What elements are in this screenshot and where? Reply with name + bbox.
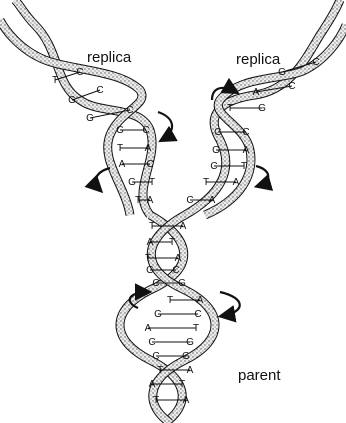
base-letter: T bbox=[117, 143, 123, 154]
base-letter: G bbox=[186, 337, 194, 348]
base-letter: G bbox=[214, 127, 222, 138]
base-letter: A bbox=[253, 87, 260, 98]
base-letter: G bbox=[178, 278, 186, 289]
base-letter: C bbox=[152, 278, 159, 289]
base-letter: C bbox=[146, 159, 153, 170]
base-letter: T bbox=[169, 237, 175, 248]
rotation-arrow-left-bottom bbox=[96, 168, 110, 190]
base-letter: T bbox=[227, 103, 233, 114]
rotation-arrow-left-top bbox=[158, 112, 172, 140]
base-letter: G bbox=[116, 125, 124, 136]
label-replica-right: replica bbox=[236, 51, 280, 68]
base-letter: T bbox=[135, 195, 141, 206]
base-letter: G bbox=[86, 113, 94, 124]
base-letter: G bbox=[68, 95, 76, 106]
base-letter: T bbox=[179, 379, 185, 390]
base-letter: T bbox=[153, 395, 159, 406]
base-letter: G bbox=[258, 103, 266, 114]
base-letter: C bbox=[242, 127, 249, 138]
base-letter: G bbox=[212, 145, 220, 156]
base-letter: C bbox=[210, 161, 217, 172]
base-letter: C bbox=[142, 125, 149, 136]
base-letter: A bbox=[175, 253, 182, 264]
base-letter: T bbox=[203, 177, 209, 188]
base-letter: A bbox=[197, 295, 204, 306]
rotation-arrow-parent-right bbox=[220, 292, 240, 316]
base-letter: C bbox=[126, 105, 133, 116]
base-letter: G bbox=[278, 67, 286, 78]
base-letter: T bbox=[149, 177, 155, 188]
base-letter: A bbox=[145, 143, 152, 154]
base-letter: C bbox=[288, 81, 295, 92]
base-letter: A bbox=[209, 195, 216, 206]
base-letter: C bbox=[152, 351, 159, 362]
base-letter: C bbox=[194, 309, 201, 320]
base-letter: T bbox=[193, 323, 199, 334]
base-letter: A bbox=[233, 177, 240, 188]
base-letter: A bbox=[147, 195, 154, 206]
base-letter: T bbox=[145, 253, 151, 264]
base-letter: G bbox=[146, 265, 154, 276]
base-letter: A bbox=[119, 159, 126, 170]
base-letter: C bbox=[76, 67, 83, 78]
base-letter: C bbox=[312, 57, 319, 68]
base-letter: C bbox=[172, 265, 179, 276]
base-letter: A bbox=[149, 379, 156, 390]
base-letter: T bbox=[167, 295, 173, 306]
base-letter: C bbox=[148, 337, 155, 348]
base-letter: C bbox=[186, 195, 193, 206]
base-letter: T bbox=[241, 161, 247, 172]
base-letter: G bbox=[128, 177, 136, 188]
base-letter: C bbox=[96, 85, 103, 96]
base-letter: A bbox=[147, 237, 154, 248]
base-letter: T bbox=[52, 75, 58, 86]
base-letter: A bbox=[243, 145, 250, 156]
base-letter: T bbox=[149, 221, 155, 232]
label-replica-left: replica bbox=[87, 49, 131, 66]
rotation-arrow-right-bottom bbox=[256, 166, 268, 186]
base-letter: G bbox=[154, 309, 162, 320]
base-letter: A bbox=[183, 395, 190, 406]
base-letter: A bbox=[180, 221, 187, 232]
base-letter: T bbox=[157, 365, 163, 376]
base-letter: A bbox=[145, 323, 152, 334]
label-parent: parent bbox=[238, 367, 281, 384]
base-letter: A bbox=[187, 365, 194, 376]
base-letter: G bbox=[182, 351, 190, 362]
